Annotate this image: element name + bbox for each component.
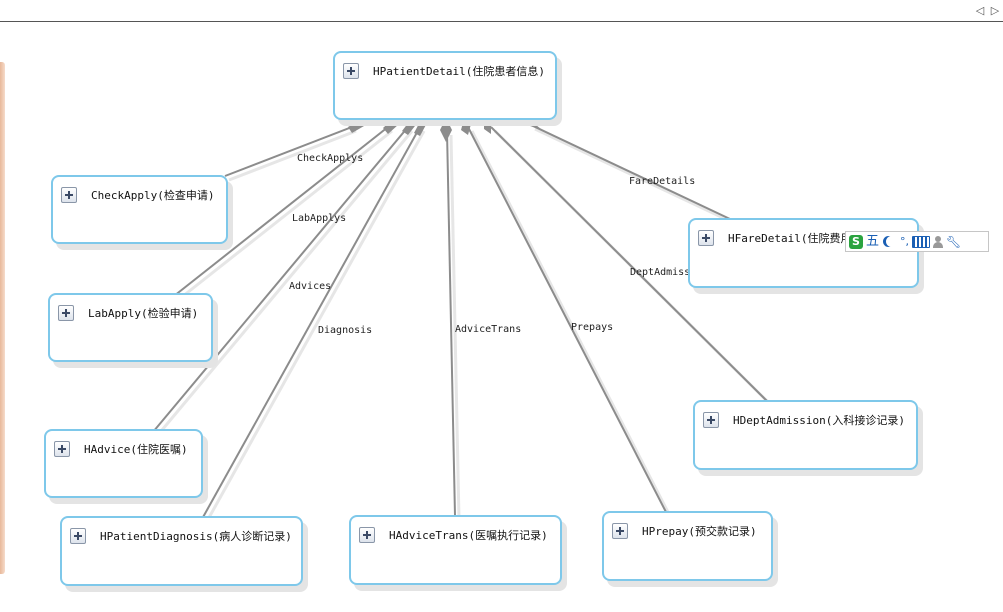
entity-title: HAdvice(住院医嘱) (84, 443, 188, 456)
entity-title: HFareDetail(住院费用 (728, 232, 852, 245)
entity-node-hpatientdiagnosis[interactable]: HPatientDiagnosis(病人诊断记录) (60, 516, 303, 586)
entity-node-checkapply[interactable]: CheckApply(检查申请) (51, 175, 228, 244)
entity-node-hadvicetrans[interactable]: HAdviceTrans(医嘱执行记录) (349, 515, 562, 585)
ime-punctuation-toggle[interactable]: °, (900, 235, 910, 248)
entity-node-hpatientdetail[interactable]: HPatientDetail(住院患者信息) (333, 51, 557, 120)
entity-title: HPatientDiagnosis(病人诊断记录) (100, 530, 292, 543)
top-toolbar: ◁ ▷ (0, 0, 1003, 22)
edge-diamond-icon (402, 118, 418, 135)
ime-logo-icon[interactable]: S (849, 234, 863, 249)
edge-label-prepays: Prepays (571, 322, 614, 333)
edge-label-checkapplys: CheckApplys (297, 153, 364, 164)
entity-title: LabApply(检验申请) (88, 307, 199, 320)
edge-deptadmiss (490, 126, 769, 403)
edge-diagnosis (201, 126, 421, 520)
edge-label-faredetails: FareDetails (629, 176, 696, 187)
entity-title: HPatientDetail(住院患者信息) (373, 65, 545, 78)
ime-input-mode[interactable]: 五 (866, 233, 880, 249)
expand-plus-icon[interactable] (70, 528, 86, 544)
ime-toolbar[interactable]: S 五 °, 🔧︎ (845, 231, 989, 252)
expand-plus-icon[interactable] (698, 230, 714, 246)
expand-plus-icon[interactable] (54, 441, 70, 457)
edge-prepays (467, 126, 668, 515)
edge-diamond-icon (383, 118, 399, 134)
edge-advices (152, 126, 409, 433)
half-width-moon-icon[interactable] (886, 236, 897, 247)
edge-diamond-icon (521, 118, 541, 129)
edge-diamond-icon (414, 118, 428, 136)
edge-label-advicetrans: AdviceTrans (455, 324, 522, 335)
expand-plus-icon[interactable] (343, 63, 359, 79)
edge-faredetails (530, 124, 731, 220)
user-icon[interactable] (933, 235, 944, 248)
expand-plus-icon[interactable] (61, 187, 77, 203)
edge-advicetrans (446, 130, 456, 517)
entity-title: HPrepay(预交款记录) (642, 525, 757, 538)
scroll-right-arrow-icon[interactable]: ▷ (990, 4, 1000, 17)
edge-diamond-icon (440, 118, 452, 142)
entity-node-hdeptadmission[interactable]: HDeptAdmission(入科接诊记录) (693, 400, 918, 470)
entity-title: CheckApply(检查申请) (91, 189, 215, 202)
edge-label-labapplys: LabApplys (292, 213, 347, 224)
expand-plus-icon[interactable] (58, 305, 74, 321)
scroll-left-arrow-icon[interactable]: ◁ (975, 4, 985, 17)
expand-plus-icon[interactable] (359, 527, 375, 543)
edge-diamond-icon (484, 118, 491, 134)
wrench-settings-icon[interactable]: 🔧︎ (946, 234, 962, 249)
entity-title: HDeptAdmission(入科接诊记录) (733, 414, 905, 427)
keyboard-icon[interactable] (912, 235, 931, 248)
edge-diamond-icon (348, 120, 364, 133)
edge-label-deptadmiss: DeptAdmiss (630, 267, 691, 278)
entity-node-hfaredetail[interactable]: HFareDetail(住院费用 (688, 218, 919, 288)
left-side-panel[interactable] (0, 62, 5, 574)
entity-title: HAdviceTrans(医嘱执行记录) (389, 529, 548, 542)
entity-node-hprepay[interactable]: HPrepay(预交款记录) (602, 511, 773, 581)
edge-label-diagnosis: Diagnosis (318, 325, 373, 336)
entity-node-labapply[interactable]: LabApply(检验申请) (48, 293, 213, 362)
expand-plus-icon[interactable] (612, 523, 628, 539)
entity-node-hadvice[interactable]: HAdvice(住院医嘱) (44, 429, 203, 498)
edge-label-advices: Advices (289, 281, 332, 292)
edge-diamond-icon (461, 119, 471, 135)
edge-checkapplys (224, 126, 353, 177)
expand-plus-icon[interactable] (703, 412, 719, 428)
edge-labapplys (173, 126, 389, 297)
